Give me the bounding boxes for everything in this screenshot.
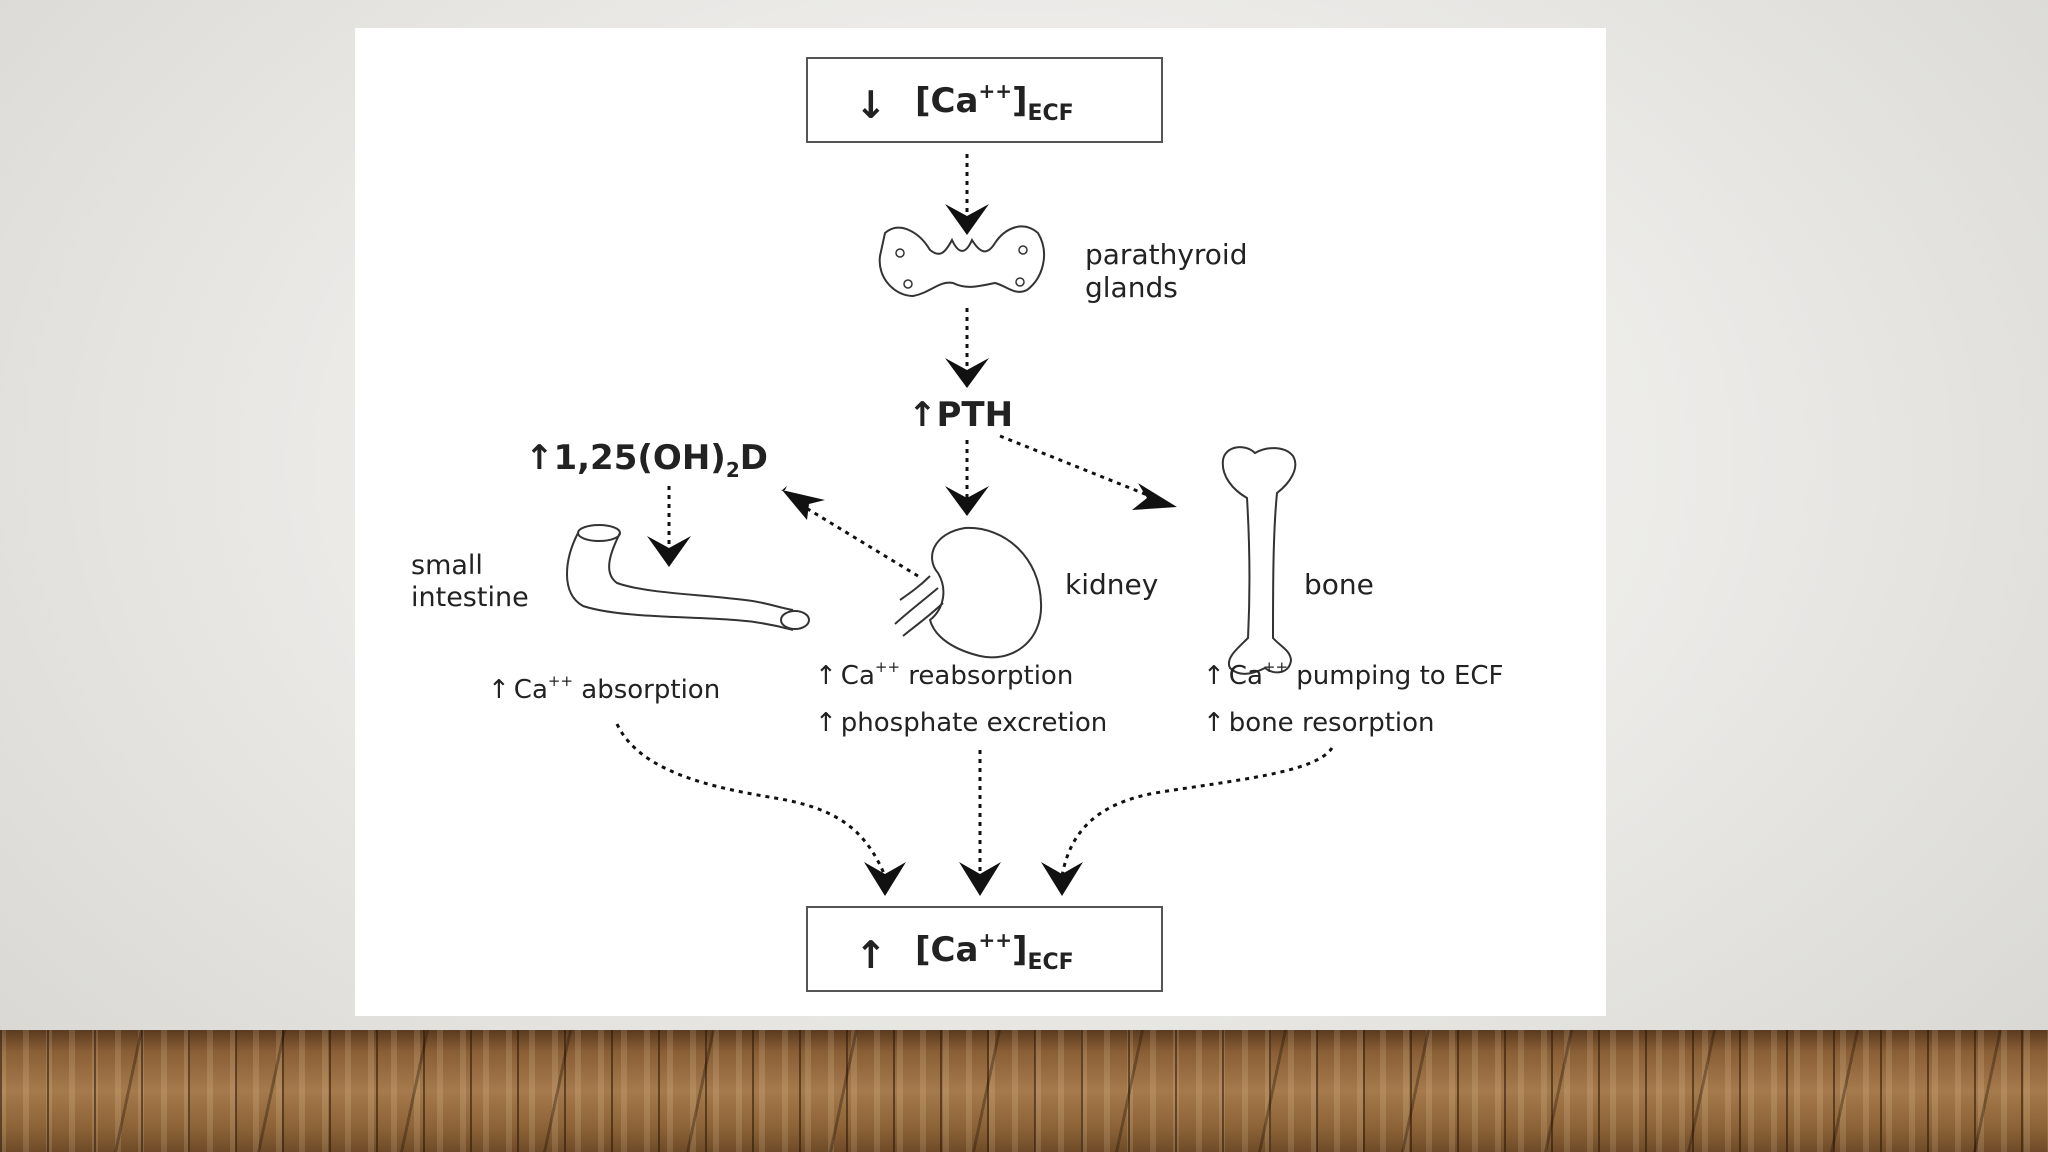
arrowhead (782, 490, 825, 520)
vitamin-d-label: ↑1,25(OH)2D (525, 438, 768, 482)
small-intestine-icon (566, 524, 810, 631)
arrow-to-vitamin-d (792, 498, 919, 578)
arrowhead (864, 862, 906, 896)
bottom-calcium-box: ↑ [Ca++]ECF (806, 906, 1163, 992)
pth-label: ↑PTH (908, 395, 1013, 435)
kidney-effect-2: ↑phosphate excretion (815, 708, 1107, 738)
down-arrow-icon: ↓ (855, 83, 887, 127)
intestine-label: intestine (411, 582, 529, 613)
top-calcium-box: ↓ [Ca++]ECF (806, 57, 1163, 143)
up-arrow-icon: ↑ (855, 933, 887, 977)
arrowhead (1132, 483, 1177, 510)
bone-label: bone (1304, 568, 1374, 601)
svg-text:[Ca++]ECF: [Ca++]ECF (915, 79, 1074, 126)
kidney-icon (894, 526, 1043, 659)
arrowhead (945, 204, 989, 235)
arrowhead (945, 358, 989, 388)
top-ca-label: [Ca (915, 81, 978, 121)
kidney-label: kidney (1065, 568, 1158, 601)
arrow-intestine-to-ecf (615, 723, 887, 877)
diagram-panel: ↓ [Ca++]ECF parathyroid glands ↑PTH ↑1,2… (355, 28, 1606, 1016)
arrowhead (1041, 862, 1083, 896)
arrowhead (945, 486, 989, 516)
bone-icon (1221, 446, 1297, 675)
glands-label: glands (1085, 271, 1178, 304)
parathyroid-label: parathyroid (1085, 238, 1247, 271)
calcium-regulation-diagram: ↓ [Ca++]ECF parathyroid glands ↑PTH ↑1,2… (411, 57, 1503, 992)
intestine-effect: ↑Ca++ absorption (488, 672, 720, 705)
kidney-effect-1: ↑Ca++ reabsorption (815, 658, 1073, 691)
small-label: small (411, 550, 483, 581)
bone-effect-1: ↑Ca++ pumping to ECF (1203, 658, 1503, 691)
arrow-bone-to-ecf (1060, 747, 1334, 877)
arrow-to-bone (999, 434, 1166, 504)
arrowhead (647, 536, 691, 567)
bottom-ca-label: [Ca (915, 930, 978, 970)
arrowhead (959, 862, 1001, 896)
bone-effect-2: ↑bone resorption (1203, 708, 1435, 738)
parathyroid-glands-icon (878, 225, 1046, 298)
svg-text:[Ca++]ECF: [Ca++]ECF (915, 928, 1074, 975)
wooden-floor (0, 1030, 2048, 1152)
